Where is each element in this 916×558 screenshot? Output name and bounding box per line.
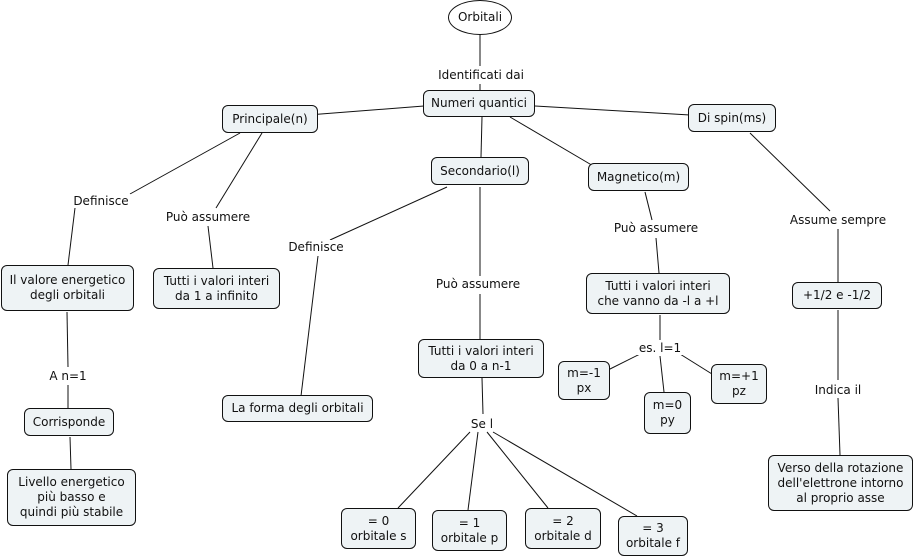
node-livello-energetico[interactable]: Livello energetico più basso e quindi pi… [7, 469, 136, 526]
node-orb-s-label: = 0 orbitale s [350, 513, 407, 543]
connector [215, 132, 263, 209]
connector [300, 255, 319, 397]
node-principale-label: Principale(n) [232, 111, 308, 126]
node-di-spin[interactable]: Di spin(ms) [688, 104, 776, 132]
connector [749, 132, 831, 212]
node-tutti-valori-infinito[interactable]: Tutti i valori interi da 1 a infinito [153, 268, 280, 309]
connector [644, 191, 653, 221]
node-orb-f-label: = 3 orbitale f [625, 521, 681, 550]
node-di-spin-label: Di spin(ms) [697, 110, 767, 125]
node-orb-d[interactable]: = 2 orbitale d [525, 508, 601, 549]
connector [480, 116, 483, 158]
connector [397, 431, 471, 509]
node-m-plus1[interactable]: m=+1 pz [711, 364, 767, 404]
node-tutti-valori-n1[interactable]: Tutti i valori interi da 0 a n-1 [418, 339, 544, 378]
node-spin-values-label: +1/2 e -1/2 [802, 288, 872, 302]
node-m-plus1-label: m=+1 pz [719, 369, 759, 398]
connector [69, 436, 72, 470]
link-label-es-l1: es. l=1 [636, 341, 684, 355]
node-orbitali[interactable]: Orbitali [448, 0, 512, 35]
node-tutti-valori-n1-label: Tutti i valori interi da 0 a n-1 [428, 343, 534, 373]
link-label-puo-assumere-2: Può assumere [433, 277, 523, 291]
link-label-assume-sempre: Assume sempre [787, 213, 889, 227]
node-numeri-quantici[interactable]: Numeri quantici [423, 90, 535, 117]
node-secondario[interactable]: Secondario(l) [431, 157, 529, 185]
link-label-puo-assumere-3: Può assumere [611, 221, 701, 235]
link-label-indica-il: Indica il [812, 383, 864, 397]
connector [486, 431, 549, 509]
node-orb-p-label: = 1 orbitale p [440, 515, 499, 545]
node-m-minus1[interactable]: m=-1 px [558, 361, 610, 400]
node-magnetico-label: Magnetico(m) [596, 169, 681, 184]
link-label-definisce-1: Definisce [71, 194, 131, 208]
connector [607, 353, 641, 371]
node-corrisponde-label: Corrisponde [32, 414, 106, 429]
node-m-minus1-label: m=-1 px [567, 365, 601, 395]
node-numeri-quantici-label: Numeri quantici [431, 96, 527, 110]
node-livello-energetico-label: Livello energetico più basso e quindi pi… [18, 475, 125, 519]
node-tutti-valori-l[interactable]: Tutti i valori interi che vanno da -l a … [586, 273, 730, 314]
connector [492, 431, 638, 517]
node-m-0-label: m=0 py [652, 398, 683, 427]
node-forma-orbitali[interactable]: La forma degli orbitali [222, 395, 373, 422]
link-label-puo-assumere-1: Può assumere [163, 210, 253, 224]
node-secondario-label: Secondario(l) [440, 163, 520, 178]
connector [66, 311, 69, 368]
node-forma-orbitali-label: La forma degli orbitali [231, 401, 364, 415]
link-label-identificati-dai: Identificati dai [436, 68, 526, 82]
node-tutti-valori-l-label: Tutti i valori interi che vanno da -l a … [597, 278, 719, 308]
node-corrisponde[interactable]: Corrisponde [24, 408, 114, 436]
connector [659, 355, 665, 393]
connector [467, 431, 479, 511]
connector [655, 237, 660, 274]
node-rotazione-label: Verso della rotazione dell'elettrone int… [777, 460, 904, 505]
node-orb-d-label: = 2 orbitale d [534, 513, 592, 543]
connector [67, 207, 76, 266]
connector [679, 353, 713, 375]
connector [481, 377, 484, 415]
link-label-definisce-2: Definisce [286, 240, 346, 254]
connector [509, 116, 596, 168]
node-valore-energetico[interactable]: Il valore energetico degli orbitali [1, 265, 134, 311]
node-valore-energetico-label: Il valore energetico degli orbitali [9, 273, 126, 302]
connector [837, 397, 841, 456]
node-orb-s[interactable]: = 0 orbitale s [341, 508, 416, 549]
connector [307, 105, 425, 116]
node-orbitali-label: Orbitali [457, 10, 503, 24]
node-spin-values[interactable]: +1/2 e -1/2 [792, 282, 882, 309]
node-rotazione[interactable]: Verso della rotazione dell'elettrone int… [768, 455, 913, 511]
connector [129, 132, 241, 195]
node-orb-p[interactable]: = 1 orbitale p [432, 510, 507, 551]
connector [207, 225, 214, 269]
connector [534, 105, 691, 116]
connector [329, 186, 448, 241]
node-magnetico[interactable]: Magnetico(m) [588, 163, 689, 191]
link-label-a-n1: A n=1 [47, 369, 89, 383]
node-tutti-valori-infinito-label: Tutti i valori interi da 1 a infinito [163, 273, 270, 303]
node-principale[interactable]: Principale(n) [222, 105, 318, 133]
link-label-se-l: Se l [468, 417, 496, 431]
node-orb-f[interactable]: = 3 orbitale f [618, 516, 688, 556]
node-m-0[interactable]: m=0 py [644, 392, 691, 434]
